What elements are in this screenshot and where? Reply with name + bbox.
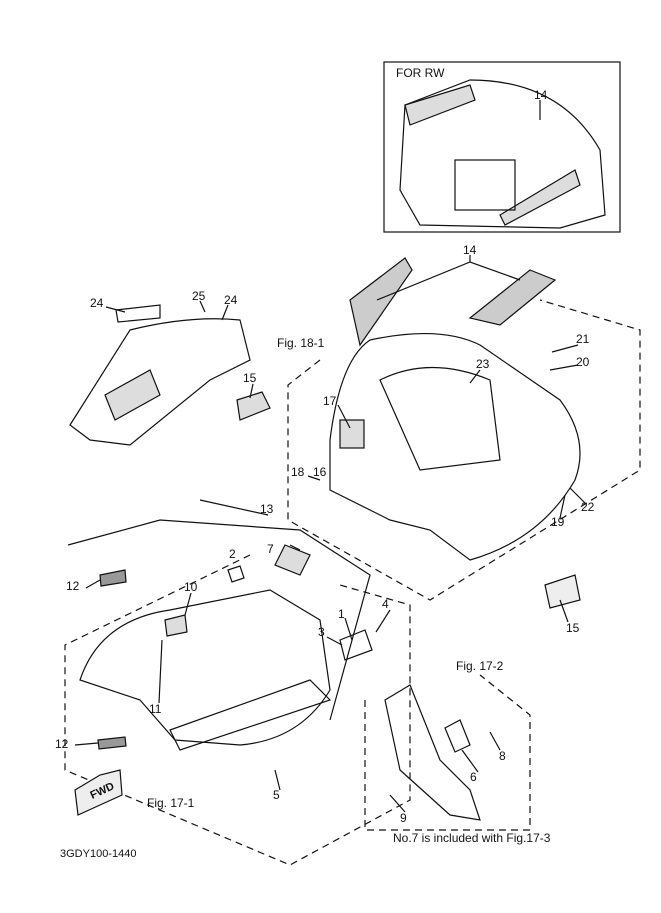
decal-10 [164, 614, 188, 637]
decal-2 [227, 565, 245, 583]
callout-21: 21 [576, 332, 590, 346]
drawing-code: 3GDY100-1440 [60, 848, 137, 860]
callout-10: 10 [184, 580, 198, 594]
front-panel [384, 684, 481, 821]
callout-25: 25 [192, 289, 206, 303]
callout-7: 7 [267, 542, 274, 556]
callout-12: 12 [55, 737, 69, 751]
inset-decal-right [499, 169, 581, 226]
callout-18: 18 [291, 465, 305, 479]
inset-box [383, 61, 621, 233]
callout-15: 15 [243, 371, 257, 385]
callout-14-inset: 14 [534, 88, 548, 102]
callout-24: 24 [90, 296, 104, 310]
front-fender [79, 589, 331, 746]
rear-fender [329, 332, 581, 561]
inset-title: FOR RW [396, 66, 445, 80]
decal-14-right [468, 269, 557, 326]
callout-1: 1 [338, 607, 345, 621]
callout-14: 14 [463, 243, 477, 257]
small-fender [69, 318, 251, 446]
callout-8: 8 [499, 749, 506, 763]
fig-17-1-label[interactable]: Fig. 17-1 [147, 796, 195, 810]
callout-23: 23 [476, 357, 490, 371]
fig-18-1-label[interactable]: Fig. 18-1 [277, 336, 325, 350]
decal-14-left [349, 257, 413, 347]
emblem-15 [544, 574, 581, 609]
fig-17-2-label[interactable]: Fig. 17-2 [456, 659, 504, 673]
plate-6 [444, 719, 471, 753]
fig-17-2-box [364, 674, 531, 831]
emblem-12a [99, 569, 127, 587]
decal-15 [236, 391, 271, 421]
callout-6: 6 [470, 770, 477, 784]
emblem-12b [97, 736, 127, 750]
callout-9: 9 [400, 811, 407, 825]
plate-3 [339, 629, 373, 661]
callout-4: 4 [382, 597, 389, 611]
callout-11: 11 [149, 702, 162, 716]
callout-3: 3 [318, 625, 325, 639]
decal-7 [274, 544, 311, 576]
fig-17-1-box [64, 554, 411, 866]
fwd-arrow-icon [74, 769, 123, 816]
callout-19: 19 [551, 515, 565, 529]
callout-15: 15 [566, 621, 580, 635]
inset-decal-left [404, 84, 476, 126]
callout-5: 5 [273, 788, 280, 802]
callout-2: 2 [229, 547, 236, 561]
fig-18-1-box [287, 299, 641, 601]
callout-13: 13 [260, 502, 274, 516]
callout-24: 24 [224, 293, 238, 307]
note: No.7 is included with Fig.17-3 [393, 831, 551, 845]
callout-17: 17 [323, 394, 337, 408]
inset-fender [399, 79, 606, 229]
callout-22: 22 [581, 500, 595, 514]
callout-16: 16 [313, 465, 327, 479]
callout-12: 12 [66, 579, 80, 593]
callout-20: 20 [576, 355, 590, 369]
